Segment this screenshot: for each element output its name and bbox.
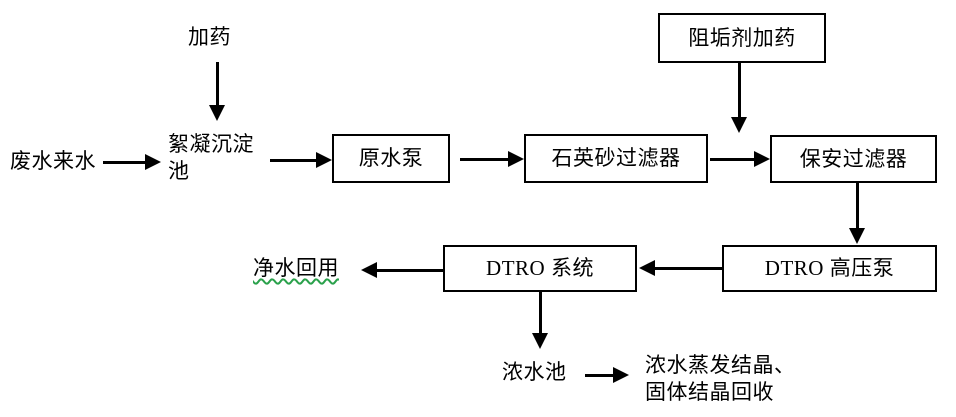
edge-coagulation-to-pump-line (270, 159, 320, 162)
node-quartz-sand-filter[interactable]: 石英砂过滤器 (524, 134, 708, 183)
edge-antiscalant-to-securityfilter-arrowhead (731, 117, 747, 133)
edge-concentrate-to-crystallization-line (585, 374, 617, 377)
edge-hppump-to-dtro-line (655, 267, 722, 270)
node-security-filter[interactable]: 保安过滤器 (770, 135, 937, 183)
edge-concentrate-to-crystallization-arrowhead (613, 367, 629, 383)
node-antiscalant-dosing[interactable]: 阻垢剂加药 (658, 13, 826, 63)
edge-sandfilter-to-securityfilter-arrowhead (754, 151, 770, 167)
node-dtro-system[interactable]: DTRO 系统 (443, 245, 637, 292)
edge-influent-to-coagulation-arrowhead (145, 154, 161, 170)
node-influent-label: 废水来水 (10, 149, 96, 173)
edge-sandfilter-to-securityfilter-line (710, 158, 758, 161)
edge-pump-to-sandfilter-arrowhead (508, 151, 524, 167)
edge-hppump-to-dtro-arrowhead (639, 260, 655, 276)
node-crystallization-label: 浓水蒸发结晶、 固体结晶回收 (645, 353, 796, 405)
edge-antiscalant-to-securityfilter-line (738, 63, 741, 120)
node-raw-water-pump[interactable]: 原水泵 (332, 134, 450, 183)
edge-pump-to-sandfilter-line (460, 158, 512, 161)
edge-dosing-to-coagulation-arrowhead (209, 105, 225, 121)
node-concentrate-tank-label: 浓水池 (502, 360, 567, 384)
edge-securityfilter-to-hppump-arrowhead (849, 228, 865, 244)
edge-dtro-to-reuse-line (377, 269, 443, 272)
edge-dtro-to-reuse-arrowhead (361, 262, 377, 278)
node-dtro-high-pressure-pump[interactable]: DTRO 高压泵 (722, 245, 937, 292)
edge-dtro-to-concentrate-arrowhead (532, 333, 548, 349)
edge-dtro-to-concentrate-line (539, 292, 542, 336)
node-dosing-label: 加药 (188, 25, 231, 49)
node-clean-water-reuse-label: 净水回用 (253, 256, 339, 280)
edge-dosing-to-coagulation-line (216, 62, 219, 108)
node-coagulation-tank-label: 絮凝沉淀 池 (168, 132, 254, 184)
edge-influent-to-coagulation-line (103, 161, 147, 164)
edge-securityfilter-to-hppump-line (856, 183, 859, 231)
edge-coagulation-to-pump-arrowhead (316, 152, 332, 168)
